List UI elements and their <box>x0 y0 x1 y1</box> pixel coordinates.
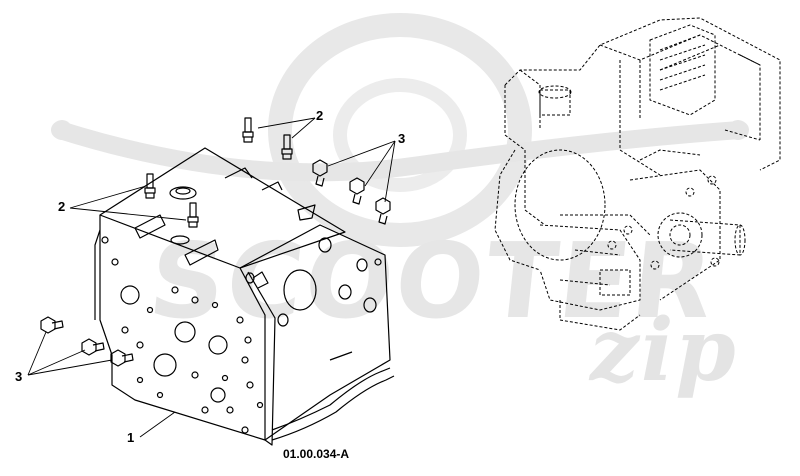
bolt-parts <box>40 159 391 367</box>
callout-label-3-lower: 3 <box>15 369 23 384</box>
callout-label-2-upper: 2 <box>316 108 324 123</box>
stud-parts <box>144 117 293 228</box>
engine-outline <box>494 17 781 331</box>
leader-lines <box>27 117 396 438</box>
callout-label-2-lower: 2 <box>58 199 66 214</box>
figure-id: 01.00.034-A <box>283 447 350 461</box>
callout-label-1: 1 <box>127 430 135 445</box>
frame-chassis <box>94 147 395 446</box>
callout-label-3-upper: 3 <box>398 131 406 146</box>
watermark-script: zip <box>590 300 738 401</box>
